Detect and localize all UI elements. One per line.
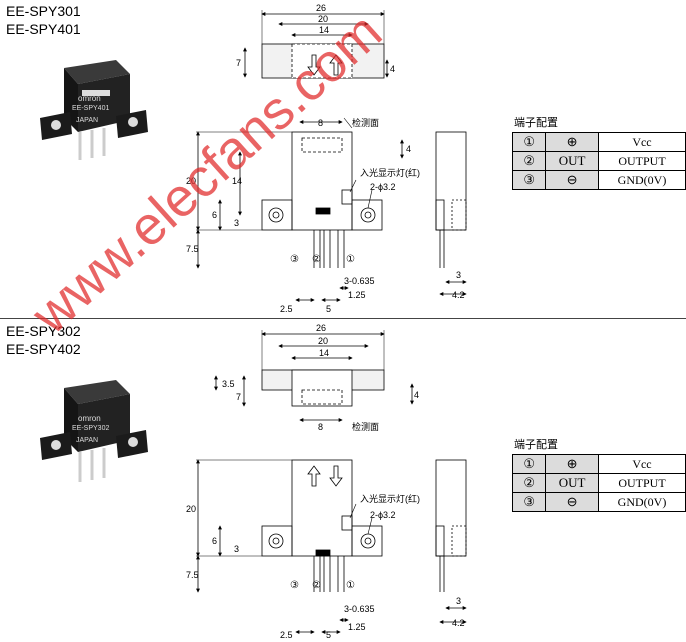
dim-label: 3 [456,596,461,606]
pin-symbol: ⊖ [545,170,599,190]
table-row: ② OUT OUTPUT [511,473,686,493]
pin-label: ③ [290,580,299,591]
photo-brand: omron [78,94,101,103]
pin-label: ① [346,580,355,591]
table-row: ① ⊕ Vcc [511,454,686,474]
dim-label: 20 [318,14,328,24]
dim-label: 3 [456,270,461,280]
section-ee-spy301-401: EE-SPY301 EE-SPY401 omron EE-SPY401 JAPA… [0,0,686,318]
table-row: ③ ⊖ GND(0V) [511,492,686,512]
model-name: EE-SPY402 [6,341,81,357]
pin-label: ① [346,254,355,265]
dim-label: 26 [316,3,326,13]
table-row: ② OUT OUTPUT [511,151,686,171]
dim-label: 2.5 [280,630,293,640]
pin-function: Vcc [597,454,686,474]
dimension-drawing: omron EE-SPY302 JAPAN 26 20 14 3.5 7 4 8… [40,323,467,640]
photo-part: EE-SPY302 [72,425,109,432]
table-row: ③ ⊖ GND(0V) [511,170,686,190]
dim-label: 5 [326,304,331,314]
indicator-label: 入光显示灯(红) [360,493,420,504]
pin-label: ③ [290,254,299,265]
table-row: ① ⊕ Vcc [511,132,686,152]
side-view [435,459,467,624]
dim-label: 1.25 [348,622,366,632]
dim-label: 7 [236,58,241,68]
dim-label: 20 [318,336,328,346]
pin-function: OUTPUT [597,151,686,171]
dim-label: 2-ϕ3.2 [370,510,396,520]
indicator-label: 入光显示灯(红) [360,167,420,178]
photo-origin: JAPAN [76,437,98,444]
dim-label: 4.2 [452,290,465,300]
dim-label: 5 [326,630,331,640]
dim-label: 14 [232,176,242,186]
detect-surface-label: 检测面 [352,421,379,432]
dim-label: 8 [318,118,323,128]
dimension-drawing: omron EE-SPY401 JAPAN 26 20 14 7 4 [40,3,467,314]
dim-label: 4 [406,144,411,154]
photo-part: EE-SPY401 [72,105,109,112]
photo-brand: omron [78,414,101,423]
section-ee-spy302-402: EE-SPY302 EE-SPY402 omron EE-SPY302 JAPA… [0,320,686,642]
dim-label: 3.5 [222,379,235,389]
pin-number: ① [511,132,547,152]
model-name: EE-SPY401 [6,21,81,37]
dim-label: 8 [318,422,323,432]
pin-function: GND(0V) [597,170,686,190]
pin-number: ② [511,473,547,493]
dim-label: 2-ϕ3.2 [370,182,396,192]
dim-label: 6 [212,210,217,220]
detect-surface-label: 检测面 [352,117,379,128]
front-view [196,459,383,634]
pin-symbol: OUT [545,473,599,493]
terminal-table-title: 端子配置 [514,439,558,451]
model-name: EE-SPY302 [6,323,81,339]
pin-symbol: OUT [545,151,599,171]
dim-label: 6 [212,536,217,546]
dim-label: 7.5 [186,244,199,254]
dim-label: 26 [316,323,326,333]
pin-function: GND(0V) [597,492,686,512]
section-divider [0,318,686,319]
photo-origin: JAPAN [76,117,98,124]
pin-number: ② [511,151,547,171]
dim-label: 20 [186,504,196,514]
dim-label: 3-0.635 [344,604,375,614]
side-view [435,131,467,296]
pin-symbol: ⊕ [545,454,599,474]
dim-label: 7 [236,392,241,402]
pin-number: ③ [511,492,547,512]
dim-label: 14 [319,25,329,35]
dim-label: 4.2 [452,618,465,628]
dim-label: 3-0.635 [344,276,375,286]
pin-number: ③ [511,170,547,190]
dim-label: 2.5 [280,304,293,314]
sensor-photo: omron EE-SPY401 JAPAN [40,60,148,160]
dim-label: 4 [390,64,395,74]
top-view [214,330,414,422]
pin-label: ② [312,254,321,265]
dim-label: 3 [234,544,239,554]
dim-label: 4 [414,390,419,400]
front-view [196,117,404,302]
sensor-photo: omron EE-SPY302 JAPAN [40,380,148,482]
dim-label: 20 [186,176,196,186]
dim-label: 1.25 [348,290,366,300]
pin-symbol: ⊕ [545,132,599,152]
model-name: EE-SPY301 [6,3,81,19]
terminal-table-title: 端子配置 [514,117,558,129]
pin-symbol: ⊖ [545,492,599,512]
terminal-table: ① ⊕ Vcc ② OUT OUTPUT ③ ⊖ GND(0V) [511,132,686,190]
dim-label: 7.5 [186,570,199,580]
pin-function: OUTPUT [597,473,686,493]
dim-label: 14 [319,348,329,358]
terminal-table: ① ⊕ Vcc ② OUT OUTPUT ③ ⊖ GND(0V) [511,454,686,512]
pin-number: ① [511,454,547,474]
pin-function: Vcc [597,132,686,152]
top-view [243,10,389,79]
dim-label: 3 [234,218,239,228]
pin-label: ② [312,580,321,591]
